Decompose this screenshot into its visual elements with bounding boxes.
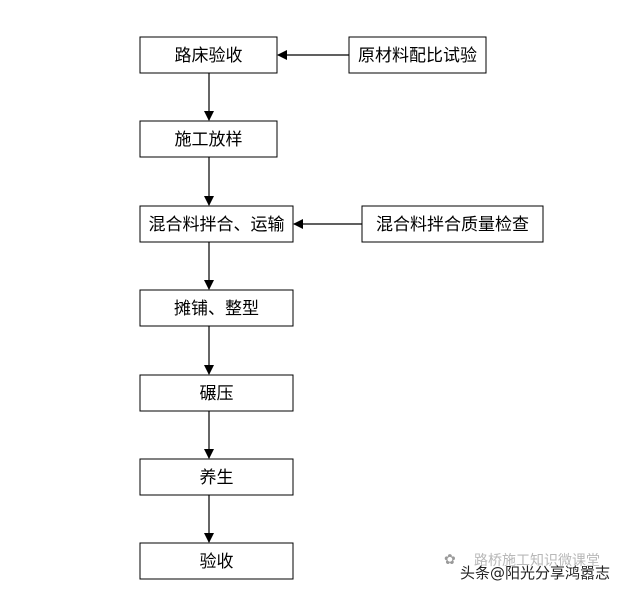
node-box bbox=[139, 205, 294, 243]
wechat-icon: ✿ bbox=[444, 552, 456, 568]
flow-node-n2: 施工放样 bbox=[139, 120, 278, 158]
flow-node-s2: 混合料拌合质量检查 bbox=[361, 205, 544, 243]
node-box bbox=[139, 458, 294, 496]
node-box bbox=[139, 120, 278, 158]
flow-node-n1: 路床验收 bbox=[139, 36, 278, 74]
flow-node-n3: 混合料拌合、运输 bbox=[139, 205, 294, 243]
flow-node-n7: 验收 bbox=[139, 542, 294, 580]
flow-node-n6: 养生 bbox=[139, 458, 294, 496]
node-label: 混合料拌合、运输 bbox=[149, 215, 285, 235]
node-box bbox=[139, 36, 278, 74]
flow-node-s1: 原材料配比试验 bbox=[348, 36, 487, 74]
watermark: ✿ 路桥施工知识微课堂 头条@阳光分享鸿嚣志 bbox=[438, 548, 638, 588]
node-box bbox=[361, 205, 544, 243]
node-label: 摊铺、整型 bbox=[174, 299, 259, 319]
node-box bbox=[139, 289, 294, 327]
node-label: 混合料拌合质量检查 bbox=[376, 215, 529, 235]
watermark-front-text: 头条@阳光分享鸿嚣志 bbox=[460, 564, 611, 582]
node-box bbox=[139, 542, 294, 580]
node-label: 施工放样 bbox=[175, 130, 243, 150]
flow-node-n4: 摊铺、整型 bbox=[139, 289, 294, 327]
node-label: 路床验收 bbox=[175, 46, 243, 66]
node-box bbox=[348, 36, 487, 74]
node-label: 碾压 bbox=[200, 384, 234, 404]
flow-node-n5: 碾压 bbox=[139, 374, 294, 412]
node-label: 原材料配比试验 bbox=[358, 46, 477, 66]
node-box bbox=[139, 374, 294, 412]
node-label: 验收 bbox=[200, 552, 234, 572]
node-label: 养生 bbox=[200, 468, 234, 488]
watermark-back-text: 路桥施工知识微课堂 bbox=[474, 553, 600, 569]
